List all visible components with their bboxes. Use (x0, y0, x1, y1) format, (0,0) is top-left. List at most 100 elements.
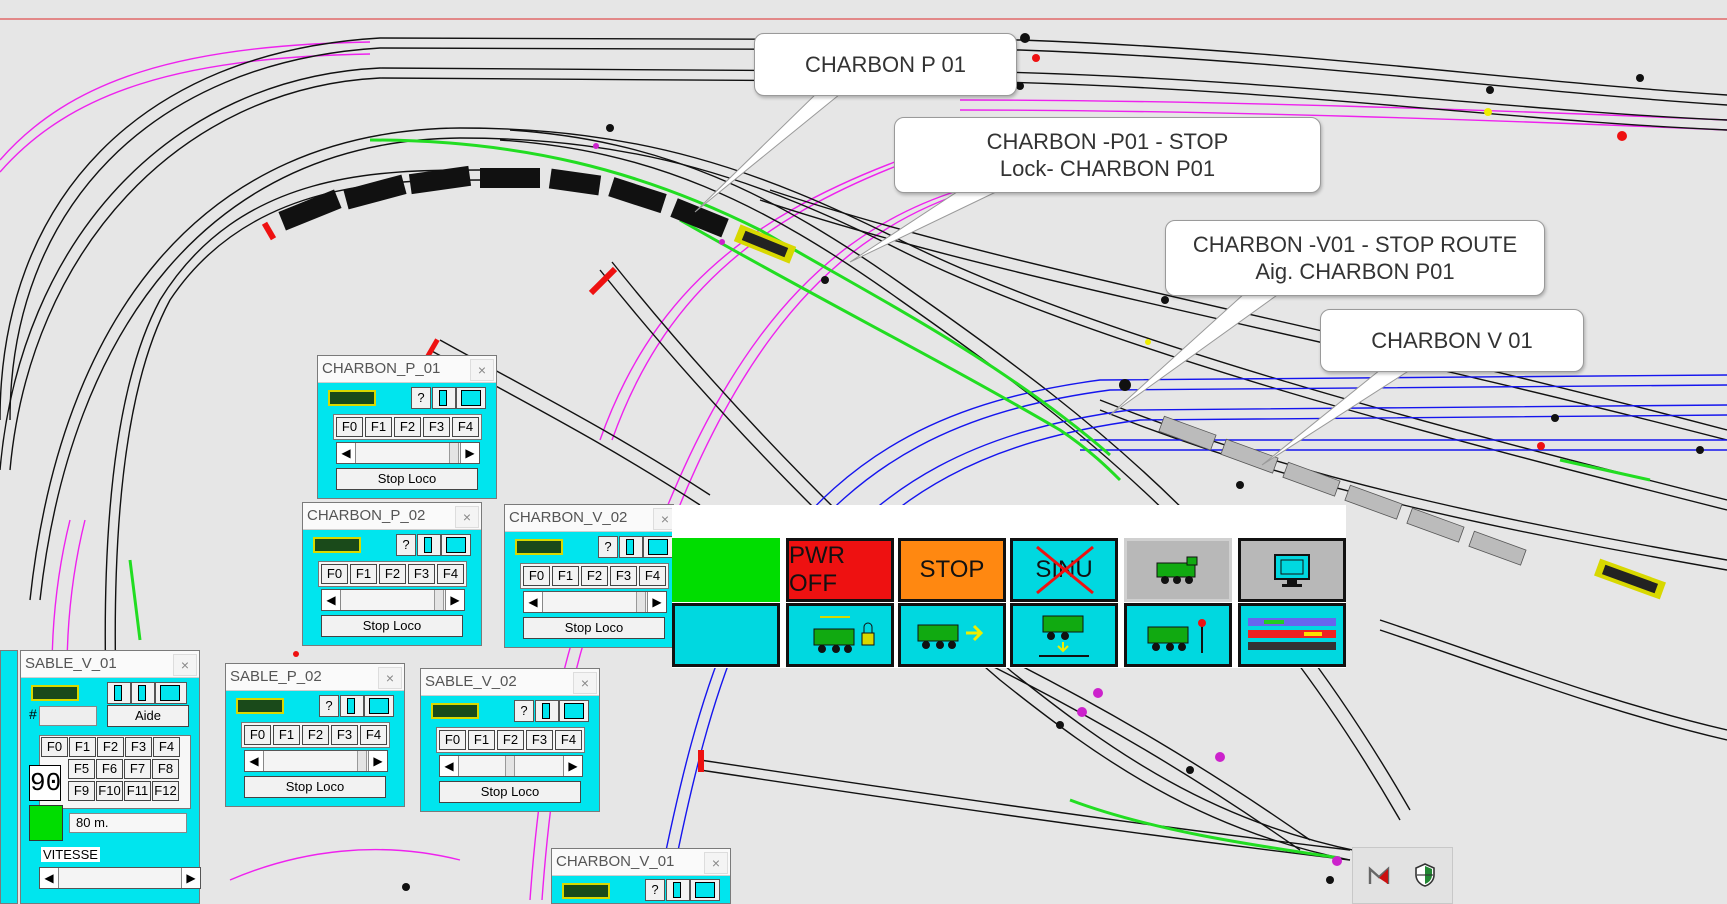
window-mode-button[interactable] (559, 700, 589, 722)
slider-right-arrow[interactable]: ▶ (460, 443, 479, 463)
close-button[interactable]: × (173, 654, 197, 676)
slider-right-arrow[interactable]: ▶ (181, 868, 200, 888)
function-key[interactable]: F0 (321, 564, 348, 584)
slider-right-arrow[interactable]: ▶ (445, 590, 464, 610)
loco-depot-button[interactable] (1010, 603, 1118, 667)
slider-left-arrow[interactable]: ◀ (322, 590, 341, 610)
function-key[interactable]: F3 (526, 730, 553, 750)
slider-thumb[interactable] (449, 443, 459, 463)
window-mode-button[interactable] (619, 536, 643, 558)
address-field[interactable] (39, 706, 97, 726)
help-aide-button[interactable]: Aide (107, 705, 189, 727)
function-key[interactable]: F6 (96, 759, 123, 779)
function-key[interactable]: F1 (365, 417, 392, 437)
function-key[interactable]: F0 (244, 725, 271, 745)
help-button[interactable]: ? (514, 700, 534, 722)
loco-view-button[interactable] (1124, 538, 1232, 602)
speed-slider[interactable]: ◀ ▶ (336, 442, 480, 464)
window-mode-button[interactable] (364, 695, 394, 717)
window-mode-button[interactable] (690, 879, 720, 901)
help-button[interactable]: ? (319, 695, 339, 717)
speed-slider[interactable]: ◀ ▶ (439, 755, 583, 777)
help-button[interactable]: ? (396, 534, 416, 556)
window-mode-button[interactable] (107, 682, 131, 704)
help-button[interactable]: ? (645, 879, 665, 901)
close-button[interactable]: × (455, 506, 479, 528)
stop-loco-button[interactable]: Stop Loco (244, 776, 386, 798)
function-key[interactable]: F4 (452, 417, 479, 437)
function-key[interactable]: F2 (581, 566, 608, 586)
stop-loco-button[interactable]: Stop Loco (439, 781, 581, 803)
close-button[interactable]: × (704, 852, 728, 874)
speed-slider[interactable]: ◀ ▶ (244, 750, 388, 772)
window-mode-button[interactable] (131, 682, 155, 704)
slider-thumb[interactable] (636, 592, 646, 612)
slider-thumb[interactable] (434, 590, 444, 610)
function-key[interactable]: F2 (394, 417, 421, 437)
blank-cyan-button[interactable] (672, 603, 780, 667)
loco-lock-button[interactable] (786, 603, 894, 667)
close-button[interactable]: × (573, 672, 597, 694)
function-key[interactable]: F2 (97, 737, 124, 757)
function-key[interactable]: F1 (273, 725, 300, 745)
window-mode-button[interactable] (456, 387, 486, 409)
function-key[interactable]: F3 (125, 737, 152, 757)
speed-slider[interactable]: ◀ ▶ (523, 591, 667, 613)
function-key[interactable]: F0 (336, 417, 363, 437)
stop-loco-button[interactable]: Stop Loco (321, 615, 463, 637)
slider-left-arrow[interactable]: ◀ (524, 592, 543, 612)
function-key[interactable]: F4 (153, 737, 180, 757)
function-key[interactable]: F4 (360, 725, 387, 745)
function-key[interactable]: F3 (423, 417, 450, 437)
window-mode-button[interactable] (441, 534, 471, 556)
function-key[interactable]: F5 (68, 759, 95, 779)
function-key[interactable]: F12 (152, 781, 179, 801)
loco-forward-button[interactable] (898, 603, 1006, 667)
window-mode-button[interactable] (535, 700, 559, 722)
loco-signal-button[interactable] (1124, 603, 1232, 667)
power-on-button[interactable] (672, 538, 780, 602)
speed-slider[interactable]: ◀ ▶ (39, 867, 201, 889)
stop-loco-button[interactable]: Stop Loco (523, 617, 665, 639)
function-key[interactable]: F0 (439, 730, 466, 750)
close-button[interactable]: × (378, 667, 402, 689)
shield-icon[interactable] (1413, 862, 1437, 888)
function-key[interactable]: F2 (497, 730, 524, 750)
function-key[interactable]: F2 (302, 725, 329, 745)
function-key[interactable]: F4 (639, 566, 666, 586)
function-key[interactable]: F1 (350, 564, 377, 584)
function-key[interactable]: F11 (124, 781, 151, 801)
function-key[interactable]: F1 (69, 737, 96, 757)
slider-left-arrow[interactable]: ◀ (245, 751, 264, 771)
function-key[interactable]: F7 (124, 759, 151, 779)
window-mode-button[interactable] (432, 387, 456, 409)
help-button[interactable]: ? (598, 536, 618, 558)
slider-right-arrow[interactable]: ▶ (368, 751, 387, 771)
slider-thumb[interactable] (505, 756, 515, 776)
function-key[interactable]: F1 (468, 730, 495, 750)
close-button[interactable]: × (470, 359, 494, 381)
slider-left-arrow[interactable]: ◀ (40, 868, 59, 888)
function-key[interactable]: F3 (610, 566, 637, 586)
monitor-button[interactable] (1238, 538, 1346, 602)
function-key[interactable]: F10 (96, 781, 123, 801)
function-key[interactable]: F0 (523, 566, 550, 586)
window-mode-button[interactable] (340, 695, 364, 717)
help-button[interactable]: ? (411, 387, 431, 409)
speed-slider[interactable]: ◀ ▶ (321, 589, 465, 611)
power-off-button[interactable]: PWR OFF (786, 538, 894, 602)
window-mode-button[interactable] (417, 534, 441, 556)
window-mode-button[interactable] (643, 536, 673, 558)
slider-thumb[interactable] (357, 751, 367, 771)
close-button[interactable]: × (653, 508, 677, 530)
slider-right-arrow[interactable]: ▶ (563, 756, 582, 776)
mcafee-icon[interactable] (1367, 864, 1391, 888)
function-key[interactable]: F3 (408, 564, 435, 584)
stop-loco-button[interactable]: Stop Loco (336, 468, 478, 490)
function-key[interactable]: F4 (555, 730, 582, 750)
slider-left-arrow[interactable]: ◀ (337, 443, 356, 463)
stop-all-button[interactable]: STOP (898, 538, 1006, 602)
function-key[interactable]: F1 (552, 566, 579, 586)
function-key[interactable]: F2 (379, 564, 406, 584)
function-key[interactable]: F4 (437, 564, 464, 584)
